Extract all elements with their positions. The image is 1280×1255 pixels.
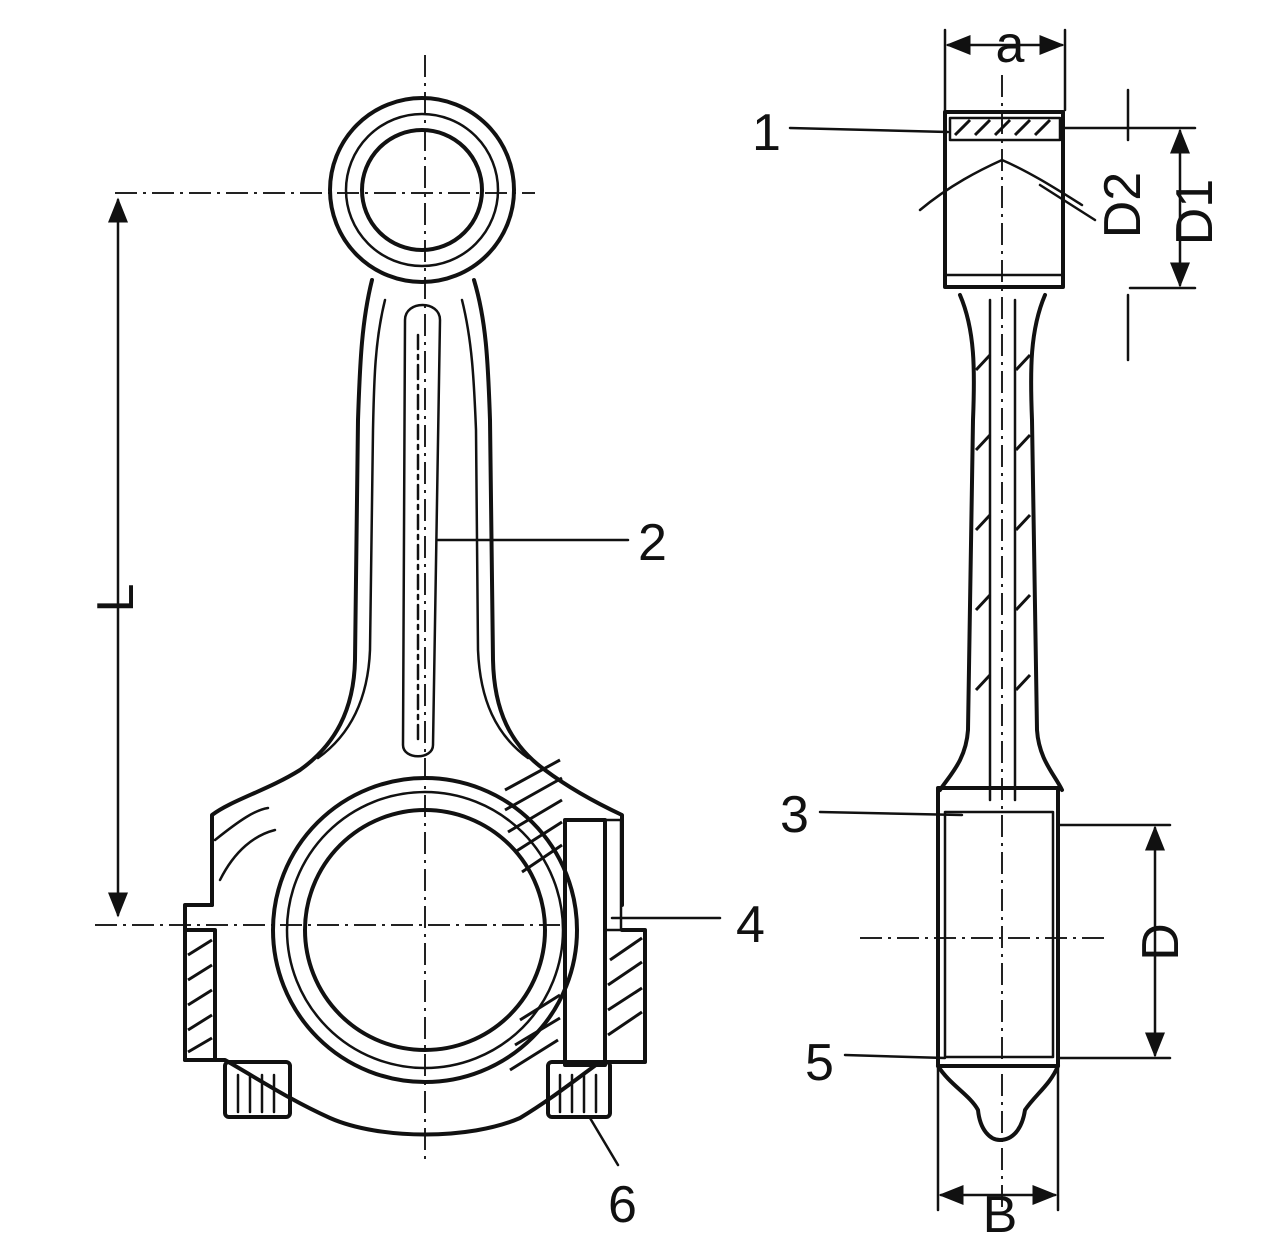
bolt-nut-left <box>223 1060 292 1119</box>
dim-D-label: D <box>1132 923 1190 961</box>
side-view: a D1 D2 D B 1 3 5 <box>752 16 1224 1244</box>
part-label-1: 1 <box>752 104 781 162</box>
side-big-end <box>936 786 1060 1142</box>
dim-D2-leader <box>1038 183 1097 222</box>
rod-shank <box>210 278 624 907</box>
part-label-2: 2 <box>638 514 667 572</box>
dim-L-label: L <box>87 584 145 613</box>
side-small-end <box>918 110 1084 289</box>
leader-3 <box>818 810 964 817</box>
bolt-section-right <box>504 758 643 1072</box>
big-end <box>183 776 647 1137</box>
bolt-section-left <box>183 928 217 1062</box>
leader-1 <box>788 126 950 134</box>
leader-5 <box>843 1053 947 1060</box>
dim-D1-label: D1 <box>1166 179 1224 245</box>
leader-6 <box>588 1116 620 1167</box>
part-label-3: 3 <box>780 786 809 844</box>
part-label-5: 5 <box>805 1034 834 1092</box>
side-shank <box>938 293 1064 802</box>
dim-B-label: B <box>983 1186 1018 1244</box>
front-view: L 2 4 6 <box>87 55 765 1234</box>
small-end <box>328 96 516 284</box>
bolt-nut-right <box>546 1060 612 1119</box>
part-label-6: 6 <box>608 1176 637 1234</box>
part-label-4: 4 <box>736 896 765 954</box>
dim-D2-label: D2 <box>1094 172 1152 238</box>
dim-a-label: a <box>996 16 1025 74</box>
